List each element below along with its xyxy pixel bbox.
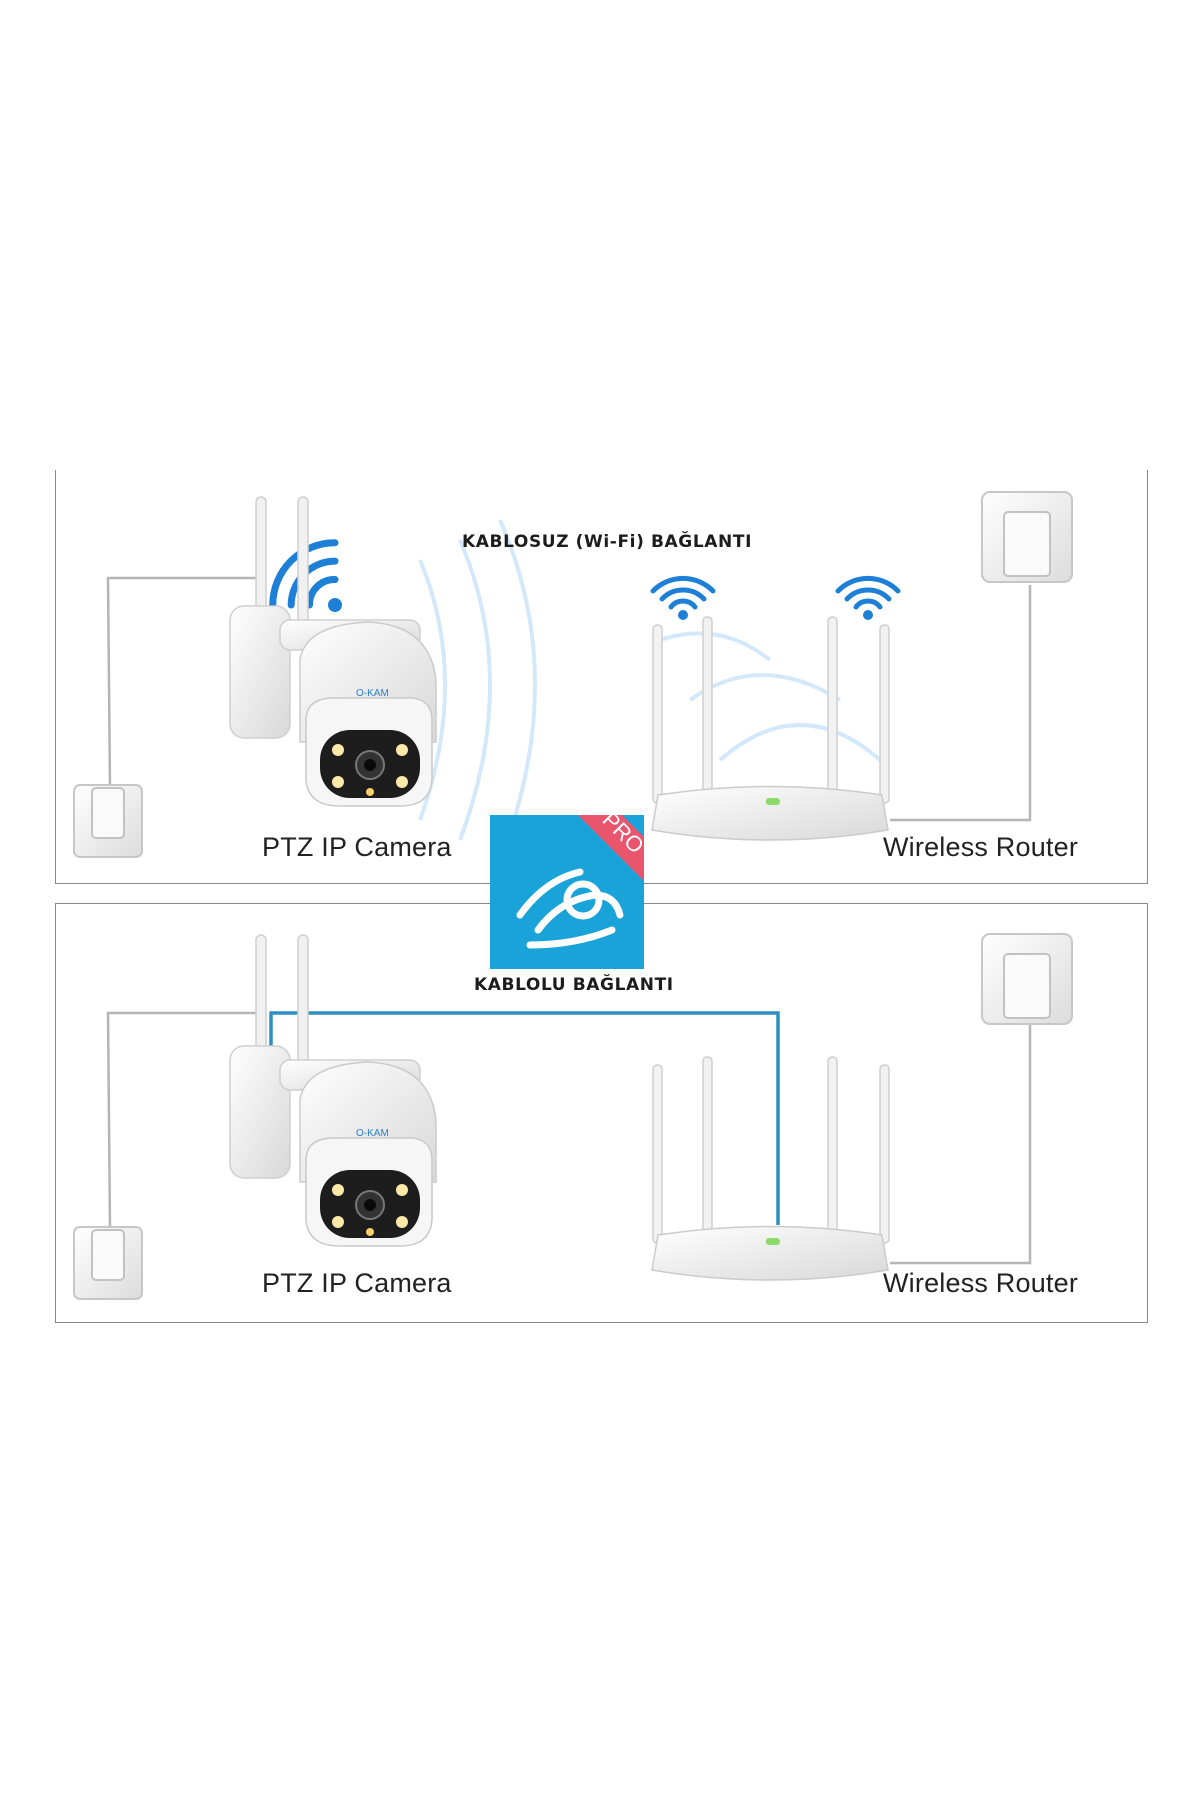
wireless-connection-heading: KABLOSUZ (Wi-Fi) BAĞLANTI [462,532,752,552]
wireless-router-label: Wireless Router [883,832,1079,862]
wired-connection-heading: KABLOLU BAĞLANTI [474,975,674,995]
camera-brand-label: O-KAM [356,1128,389,1139]
wired-camera-label: PTZ IP Camera [262,1268,452,1298]
wired-connection-panel [55,903,1148,1323]
wired-router-label: Wireless Router [883,1268,1079,1298]
camera-brand-label: O-KAM [356,688,389,699]
wireless-camera-label: PTZ IP Camera [262,832,452,862]
